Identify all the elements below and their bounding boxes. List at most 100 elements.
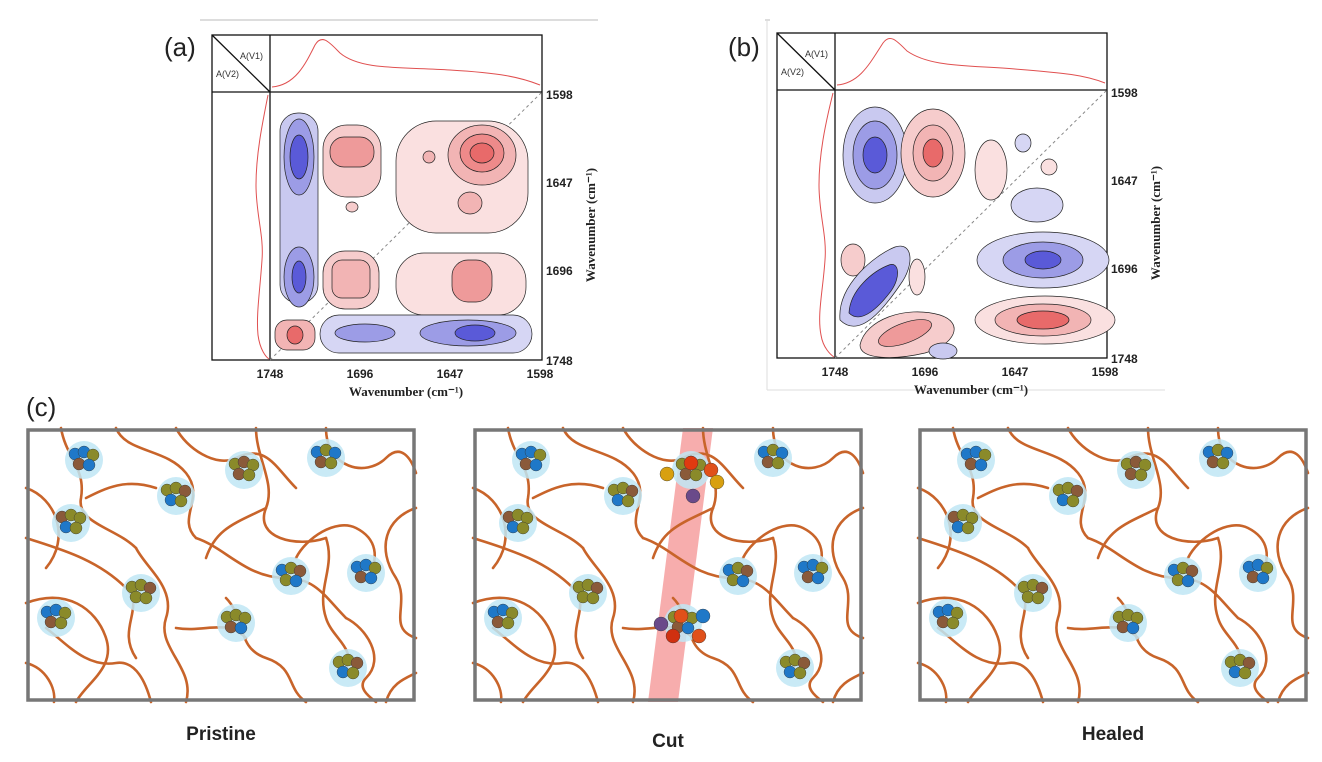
crosslink-cluster [329,649,367,687]
crosslink-cluster [957,441,995,479]
schematic-frame [918,428,1308,702]
polymer-chain [1276,506,1310,640]
contour-map-b [839,106,1116,360]
crosslink-cluster [776,649,814,687]
y-tick-a-1: 1598 [546,88,573,102]
crosslink-cluster [929,599,967,637]
polymer-chain [791,616,825,704]
crosslink-cluster [1239,554,1277,592]
x-axis-title-b: Wavenumber (cm⁻¹) [914,382,1028,397]
crosslink-cluster [347,554,385,592]
polymer-chain [936,626,1045,704]
crosslink-cluster [225,451,263,489]
polymer-chain [471,596,557,704]
x-tick-a-2: 1696 [347,367,374,381]
y-axis-title-b: Wavenumber (cm⁻¹) [1148,166,1163,280]
y-tick-a-2: 1647 [546,176,573,190]
crosslink-cluster [794,554,832,592]
polymer-chain [1006,426,1090,540]
free-bead [695,608,711,624]
crosslink-cluster [1014,574,1052,612]
top-spectrum-a [271,39,541,88]
corner-top-label-a: A(V1) [240,51,263,61]
polymer-chain [384,506,418,640]
free-bead [685,488,701,504]
polymer-chain [114,426,198,540]
caption-cut: Cut [652,731,684,752]
y-axis-title-a: Wavenumber (cm⁻¹) [583,168,598,282]
crosslink-cluster [307,439,345,477]
polymer-chain [134,546,189,704]
x-tick-b-2: 1696 [912,365,939,379]
corner-bottom-label-a: A(V2) [216,69,239,79]
polymer-chain [471,661,503,704]
crosslink-cluster [217,604,255,642]
polymer-chain [831,506,865,640]
x-tick-b-4: 1598 [1092,365,1119,379]
polymer-chain [581,546,636,704]
crosslink-cluster [1109,604,1147,642]
free-bead [683,455,699,471]
schematic-healed [916,426,1310,704]
polymer-chain [561,426,645,540]
crosslink-cluster [272,557,310,595]
crosslink-cluster [499,504,537,542]
y-tick-b-2: 1647 [1111,174,1138,188]
top-spectrum-b [836,38,1106,86]
polymer-chain [44,626,153,704]
caption-healed: Healed [1081,724,1145,745]
caption-pristine: Pristine [186,724,256,745]
crosslink-cluster [65,441,103,479]
x-tick-a-3: 1647 [437,367,464,381]
crosslink-cluster [1199,439,1237,477]
polymer-chain [84,482,158,500]
crosslink-cluster [719,557,757,595]
polymer-chain [531,482,605,500]
polymer-chain [1276,671,1310,704]
left-spectrum-b [818,92,835,358]
crosslink-cluster [944,504,982,542]
y-tick-b-4: 1748 [1111,352,1138,366]
y-tick-b-3: 1696 [1111,262,1138,276]
schematic-cut [471,426,865,704]
crosslink-cluster [569,574,607,612]
polymer-chain [24,596,110,704]
contour-map-a [274,112,533,354]
polymer-chain [651,506,715,560]
crosslink-cluster [52,504,90,542]
schematic-frame [473,428,863,702]
x-tick-b-1: 1748 [822,365,849,379]
diagonal-line-b [834,89,1108,359]
x-axis-title-a: Wavenumber (cm⁻¹) [349,384,463,399]
x-tick-a-4: 1598 [527,367,554,381]
crosslink-cluster [512,441,550,479]
x-tick-b-3: 1647 [1002,365,1029,379]
polymer-chain [1096,506,1160,560]
panel-label-b: (b) [728,32,760,62]
free-bead [709,474,725,490]
corner-top-label-b: A(V1) [805,49,828,59]
free-bead [653,616,669,632]
free-bead [659,466,675,482]
left-spectrum-a [255,94,270,360]
free-bead [691,628,707,644]
schematic-frame [26,428,416,702]
crosslink-cluster [37,599,75,637]
polymer-chain [916,596,1002,704]
polymer-chain [916,661,948,704]
corner-bottom-label-b: A(V2) [781,67,804,77]
polymer-chain [24,661,56,704]
free-bead [703,462,719,478]
crosslink-cluster [754,439,792,477]
panel-label-a: (a) [164,32,196,62]
x-tick-a-1: 1748 [257,367,284,381]
polymer-chain [1213,536,1242,670]
crosslink-cluster [1117,451,1155,489]
free-bead [665,628,681,644]
polymer-chain [768,536,797,670]
plot-b: A(V1) A(V2) 1748 1696 1647 1598 Wavenumb… [765,19,1165,397]
polymer-chain [1026,546,1081,704]
polymer-chain [384,671,418,704]
polymer-chain [344,616,378,704]
polymer-chain [321,536,350,670]
